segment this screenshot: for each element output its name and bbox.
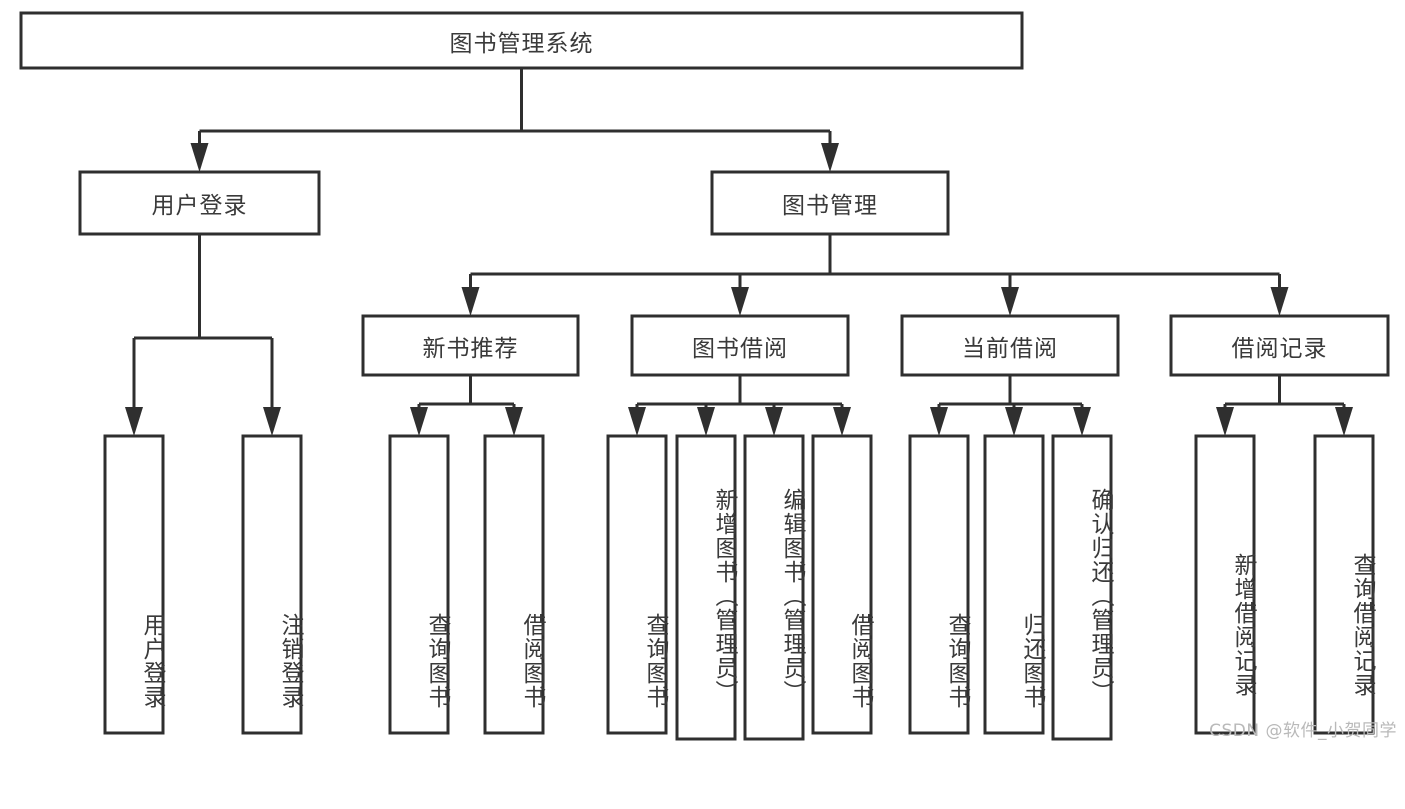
- connector-group-book-borrow: [628, 375, 851, 436]
- arrowhead-leaf-add-book: [697, 407, 715, 436]
- connector-group-book-manage: [461, 234, 1289, 316]
- arrowhead-leaf-user-login: [125, 407, 143, 436]
- arrowhead-leaf-borrow-book: [833, 407, 851, 436]
- node-box-leaf-query-record[interactable]: [1313, 434, 1375, 735]
- arrowhead-leaf-query-record: [1335, 407, 1353, 436]
- flowchart-svg: [19, 11, 1390, 741]
- connector-group-user-login: [125, 234, 281, 436]
- node-box-leaf-user-login[interactable]: [103, 434, 165, 735]
- node-box-leaf-borrow-book[interactable]: [811, 434, 873, 735]
- connector-group-current-borrow: [930, 375, 1091, 436]
- arrowhead-borrow-record: [1270, 287, 1289, 316]
- node-box-current-borrow[interactable]: [900, 314, 1120, 377]
- arrowhead-user-login: [190, 143, 209, 172]
- arrowhead-leaf-edit-book: [765, 407, 783, 436]
- node-box-borrow-record[interactable]: [1169, 314, 1390, 377]
- node-box-leaf-add-record[interactable]: [1194, 434, 1256, 735]
- node-box-book-manage[interactable]: [710, 170, 950, 236]
- arrowhead-leaf-borrow-book-rec: [505, 407, 523, 436]
- node-box-leaf-query-book-current[interactable]: [908, 434, 970, 735]
- arrowhead-leaf-query-book-rec: [410, 407, 428, 436]
- watermark-text: CSDN @软件_小贺同学: [1209, 721, 1397, 741]
- node-box-root[interactable]: [19, 11, 1024, 70]
- arrowhead-leaf-confirm-return: [1073, 407, 1091, 436]
- node-box-leaf-edit-book[interactable]: [743, 434, 805, 741]
- arrowhead-leaf-logout: [263, 407, 281, 436]
- arrowhead-leaf-query-book-current: [930, 407, 948, 436]
- node-box-leaf-return-book[interactable]: [983, 434, 1045, 735]
- node-box-new-book-rec[interactable]: [361, 314, 580, 377]
- connector-group-new-book-rec: [410, 375, 523, 436]
- arrowhead-leaf-query-book-borrow: [628, 407, 646, 436]
- node-box-leaf-logout[interactable]: [241, 434, 303, 735]
- node-box-leaf-query-book-borrow[interactable]: [606, 434, 668, 735]
- arrowhead-book-borrow: [731, 287, 749, 316]
- arrowhead-book-manage: [821, 143, 839, 172]
- node-box-leaf-query-book-rec[interactable]: [388, 434, 450, 735]
- node-box-leaf-add-book[interactable]: [675, 434, 737, 741]
- connector-group-root: [190, 68, 839, 172]
- node-box-leaf-borrow-book-rec[interactable]: [483, 434, 545, 735]
- arrowhead-current-borrow: [1001, 287, 1019, 316]
- node-box-book-borrow[interactable]: [630, 314, 850, 377]
- node-box-leaf-confirm-return[interactable]: [1051, 434, 1113, 741]
- diagram-canvas: 图书管理系统 用户登录 图书管理 新书推荐 图书借阅 当前借阅 借阅记录 用户登…: [19, 11, 1397, 741]
- node-box-user-login[interactable]: [78, 170, 321, 236]
- arrowhead-leaf-add-record: [1216, 407, 1234, 436]
- arrowhead-leaf-return-book: [1005, 407, 1023, 436]
- connector-group-borrow-record: [1216, 375, 1353, 436]
- arrowhead-new-book-rec: [461, 287, 480, 316]
